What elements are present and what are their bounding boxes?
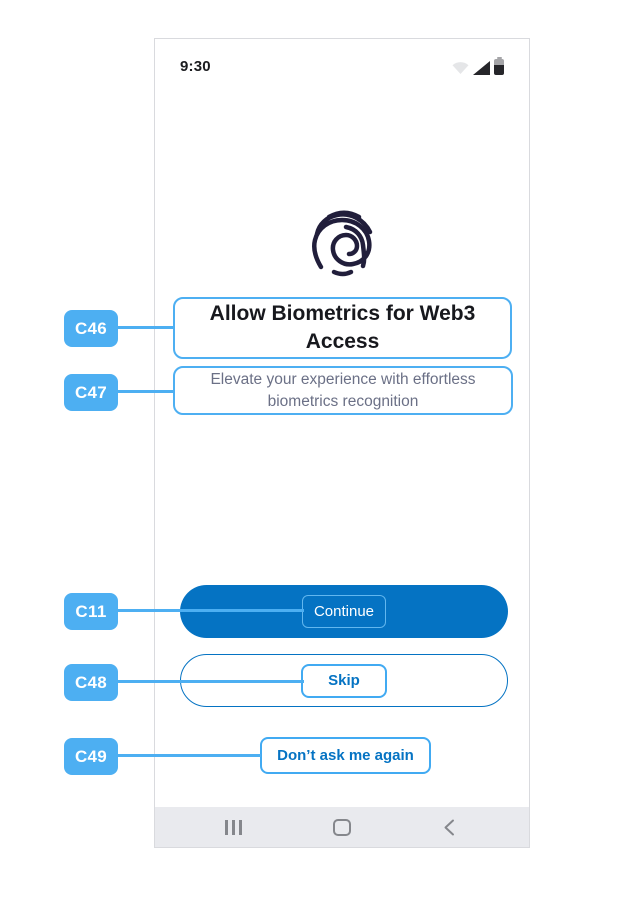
fingerprint-icon — [312, 210, 373, 277]
continue-annotation-box: Continue — [302, 595, 386, 628]
phone-screen: 9:30 — [154, 38, 530, 848]
skip-annotation-box: Skip — [301, 663, 387, 698]
page-title: Allow Biometrics for Web3 Access — [209, 302, 476, 353]
signal-icon — [473, 61, 490, 75]
title-annotation-box: Allow Biometrics for Web3 Access — [173, 297, 512, 359]
annotation-label-c46: C46 — [64, 310, 118, 347]
annotation-label-c49: C49 — [64, 738, 118, 775]
continue-label: Continue — [313, 603, 375, 620]
subtitle-annotation-box: Elevate your experience with effortless … — [173, 366, 513, 415]
page-subtitle: Elevate your experience with effortless … — [210, 370, 476, 410]
status-bar: 9:30 — [155, 53, 529, 79]
status-icons — [452, 57, 504, 75]
annotation-connector-c11 — [117, 609, 304, 612]
annotation-connector-c48 — [117, 680, 304, 683]
skip-label: Skip — [328, 672, 360, 689]
wifi-icon — [452, 61, 469, 75]
android-nav-bar — [155, 807, 529, 847]
dont-ask-annotation-box: Don’t ask me again — [260, 737, 431, 774]
home-icon[interactable] — [333, 819, 351, 836]
annotation-label-c47: C47 — [64, 374, 118, 411]
annotation-label-c48: C48 — [64, 664, 118, 701]
annotation-connector-c46 — [117, 326, 175, 329]
annotation-label-c11: C11 — [64, 593, 118, 630]
annotation-connector-c47 — [117, 390, 175, 393]
back-icon[interactable] — [443, 819, 455, 841]
annotation-connector-c49 — [117, 754, 261, 757]
dont-ask-link[interactable]: Don’t ask me again — [277, 747, 414, 764]
battery-icon — [494, 57, 504, 75]
recents-icon[interactable] — [225, 820, 242, 835]
status-time: 9:30 — [180, 57, 211, 75]
